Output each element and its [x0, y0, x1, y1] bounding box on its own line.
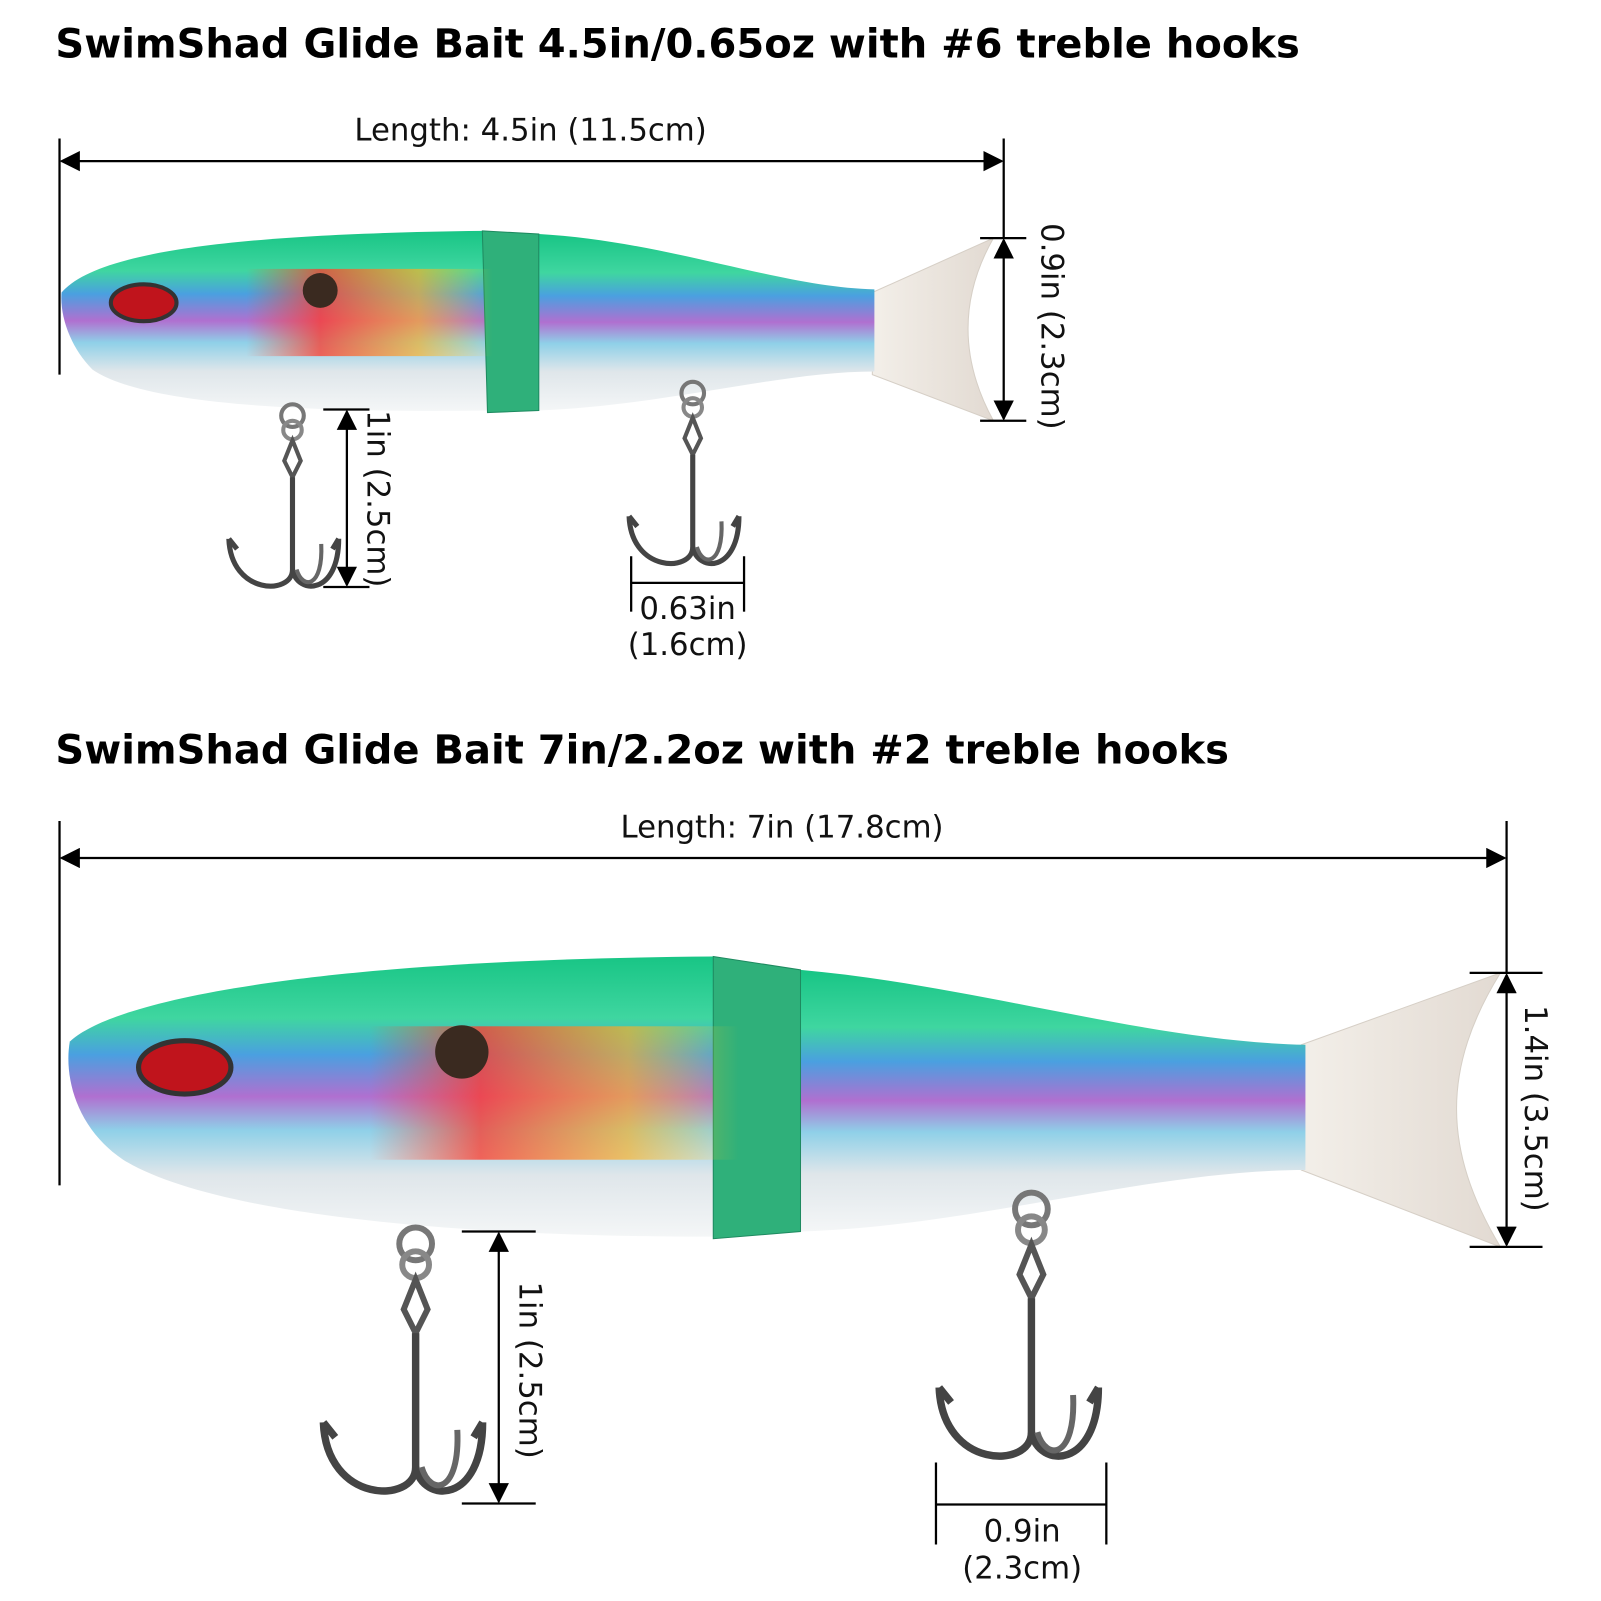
large-front-hook: [323, 1227, 482, 1491]
large-hook-width-in: 0.9in: [984, 1513, 1061, 1549]
eye-icon: [108, 282, 179, 324]
small-hook-width-in: 0.63in: [639, 591, 736, 627]
small-height-label: 0.9in (2.3cm): [1034, 223, 1070, 430]
large-length-label: Length: 7in (17.8cm): [620, 809, 943, 845]
large-lure-image: [68, 955, 1502, 1248]
large-hook-width-cm: (2.3cm): [962, 1550, 1082, 1586]
small-hook-length-label: 1in (2.5cm): [359, 410, 395, 587]
large-hook-length-label: 1in (2.5cm): [511, 1281, 547, 1458]
eye-icon: [135, 1038, 234, 1097]
small-lure-title: SwimShad Glide Bait 4.5in/0.65oz with #6…: [55, 21, 1299, 67]
small-hook-width-cm: (1.6cm): [628, 627, 748, 663]
large-height-label: 1.4in (3.5cm): [1517, 1005, 1553, 1212]
small-rear-hook: [629, 382, 739, 564]
small-length-label: Length: 4.5in (11.5cm): [354, 113, 706, 149]
small-front-hook: [229, 404, 339, 586]
small-lure-image: [61, 230, 995, 422]
large-rear-hook: [939, 1193, 1098, 1457]
large-lure-title: SwimShad Glide Bait 7in/2.2oz with #2 tr…: [55, 728, 1229, 774]
